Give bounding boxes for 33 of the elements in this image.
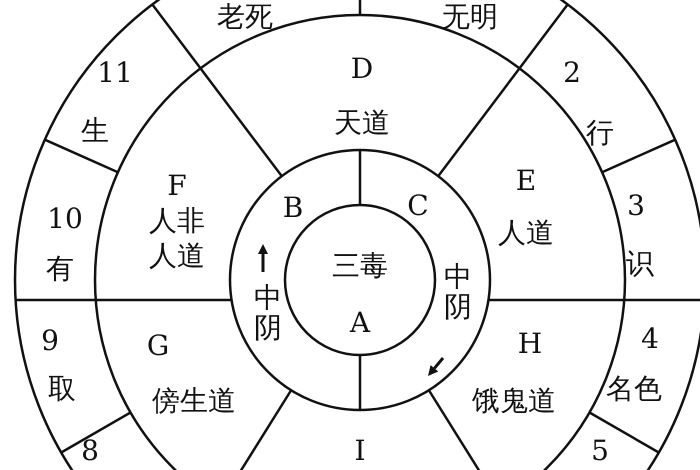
wheel-label: D [350,50,374,86]
wheel-label: G [146,328,170,362]
wheel-label: 傍生道 [152,382,236,418]
wheel-label: 10 [47,200,83,236]
wheel-label: 老死 [217,0,273,34]
wheel-label: 生 [81,112,109,148]
wheel-label: 人道 [498,214,554,250]
wheel-label: 5 [591,432,609,468]
wheel-label: 行 [586,114,614,150]
wheel-label: 11 [97,54,133,90]
wheel-label: 8 [81,432,99,468]
wheel-label: 中阴 [444,262,472,324]
wheel-label: 天道 [334,104,390,140]
wheel-label: I [354,432,366,468]
wheel-label: C [407,188,429,222]
wheel-label: 取 [48,370,76,406]
wheel-label: B [282,190,304,224]
wheel-label: A [350,304,370,340]
wheel-label: 9 [41,322,59,358]
wheel-label: 中阴 [254,282,282,344]
wheel-label: 无明 [442,0,498,34]
wheel-label: 识 [626,246,654,280]
wheel-label: 有 [46,250,74,286]
wheel-label: 2 [563,54,581,90]
wheel-label: H [518,326,542,360]
wheel-label: 3 [627,188,645,222]
wheel-label: 人非人道 [148,202,206,272]
wheel-label: 4 [641,320,659,356]
wheel-label: 名色 [606,370,662,406]
wheel-label: F [167,168,187,202]
wheel-label: E [516,162,536,198]
wheel-label: 饿鬼道 [472,382,556,418]
wheel-label: 三毒 [332,248,388,282]
